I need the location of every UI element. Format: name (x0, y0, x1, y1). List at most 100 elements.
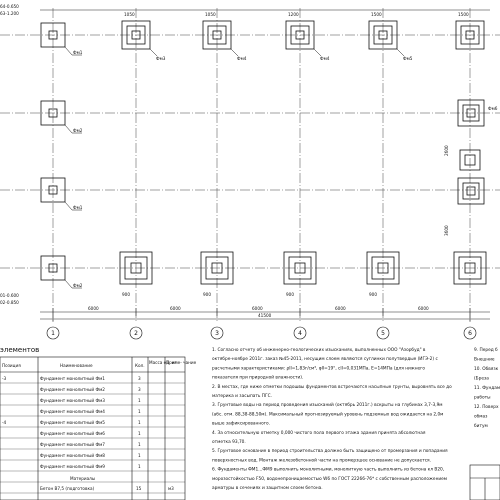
dimension-text: 900 (369, 292, 377, 297)
note-line: поверхностных вод. Монтаж железобетонной… (212, 456, 431, 463)
row-qty: 1 (138, 398, 141, 403)
dimension-text: 1050 (124, 12, 135, 17)
footing-label: Фм1 (73, 205, 83, 210)
row-qty: 3 (138, 376, 141, 381)
note-line: 4. За относительную отметку 0,000 чистог… (212, 430, 426, 436)
row-qty: 3 (138, 387, 141, 392)
footing-label: Фм4 (237, 56, 247, 61)
axis-label: 3 (215, 330, 219, 337)
bottom-dimension-lines (40, 308, 490, 322)
row-qty: 1 (138, 464, 141, 469)
grid-axes-horizontal (0, 34, 500, 269)
header-mass: Масса ед. кг (149, 360, 177, 365)
right-note-line: Внешние (474, 357, 495, 363)
note-line: показателя при природной влажности). (212, 374, 303, 381)
note-line: 5. Грунтовое основание в период строител… (212, 448, 448, 454)
dimension-text: 1050 (205, 12, 216, 17)
note-line: октябре-ноябре 2011г. заказ №45-2011, не… (212, 356, 438, 362)
footing-label: Фм2 (73, 283, 83, 288)
dimension-text: 2600 (444, 145, 449, 156)
note-line: 1. Согласно отчету об инженерно-геологич… (212, 347, 426, 353)
right-notes: 9. Перед б Внешние 10. Обвязк (Бреза 11. Фун… (474, 347, 500, 429)
footing-label: Фм4 (320, 56, 330, 61)
note-line: расчетными характеристиками: ρII=1,83г/с… (212, 365, 425, 371)
right-note-line: битум (474, 423, 488, 429)
row-name: Фундамент монолитный Фм1 (40, 376, 105, 381)
dimension-text: 1500 (371, 12, 382, 17)
note-line: отметка 93,70. (212, 439, 246, 445)
axis-label: 1 (51, 330, 55, 337)
axis-label: 5 (381, 330, 385, 337)
span-dimension: 6000 (88, 306, 99, 311)
elevation-label: 01-0.600 (0, 293, 19, 298)
right-note-line: 11. Фундам (474, 385, 500, 391)
dimension-text: 3600 (444, 225, 449, 236)
header-name: Наименование (60, 363, 93, 368)
axis-label: 4 (298, 330, 302, 337)
note-line: морозостойкостью F50, водонепроницаемост… (212, 475, 447, 482)
header-note: Приме- чание (166, 360, 197, 365)
note-line: выше зафиксированного. (212, 421, 270, 427)
right-note-line: 12. Поверх (474, 404, 499, 410)
title-block (469, 464, 500, 500)
row-name: Фундамент монолитный Фм7 (40, 442, 105, 447)
materials-unit: м3 (168, 486, 174, 491)
span-dimension: 6000 (335, 306, 346, 311)
row-qty: 1 (138, 420, 141, 425)
span-dimension: 6000 (170, 306, 181, 311)
axis-label: 6 (468, 330, 472, 337)
row-name: Фундамент монолитный Фм6 (40, 431, 105, 436)
right-note-line: 9. Перед б (474, 347, 498, 353)
footings (40, 20, 487, 285)
footing-labels: Фм1 Фм2 Фм1 Фм2 Фм3 Фм4 Фм4 Фм5 Фм6 (73, 50, 498, 288)
footing-leaders (64, 46, 405, 289)
axis-bubbles (46, 326, 477, 340)
spec-table-title: элементов (0, 346, 39, 354)
materials-header: Материалы (70, 476, 95, 481)
materials-qty: 15 (136, 486, 142, 491)
right-note-line: (Бреза (474, 376, 489, 382)
elevation-label: 63-1.200 (0, 11, 19, 16)
note-line: материка и засыпать ПГС. (212, 393, 272, 399)
dimension-text: 900 (122, 292, 130, 297)
materials-name: Бетон В7,5 (подготовка) (40, 486, 95, 491)
span-dimension: 6000 (418, 306, 429, 311)
elevation-label: 64-0.650 (0, 4, 19, 9)
right-note-line: 10. Обвязк (474, 366, 499, 372)
row-name: Фундамент монолитный Фм8 (40, 453, 105, 458)
header-pos: Позиция (2, 363, 21, 368)
note-line: 3. Грунтовые воды на период проведения и… (212, 401, 443, 408)
dimension-text: 1500 (458, 12, 469, 17)
row-qty: 1 (138, 442, 141, 447)
spec-table-header: Позиция Наименование Кол. Масса ед. кг П… (2, 360, 197, 368)
row-pos: -4 (2, 420, 7, 425)
row-name: Фундамент монолитный Фм4 (40, 409, 105, 414)
axis-label: 2 (134, 330, 138, 337)
footing-label: Фм3 (156, 56, 166, 61)
note-line: 2. В местах, где ниже отметки подошвы фу… (212, 384, 452, 390)
row-qty: 1 (138, 431, 141, 436)
row-name: Фундамент монолитный Фм5 (40, 420, 105, 425)
right-note-line: работы (474, 395, 491, 401)
footing-label: Фм2 (73, 128, 83, 133)
dimension-text: 1200 (288, 12, 299, 17)
span-dimensions: 6000 6000 6000 6000 6000 41500 (88, 306, 429, 318)
footing-label: Фм6 (488, 106, 498, 111)
row-qty: 1 (138, 453, 141, 458)
footing-label: Фм1 (73, 50, 83, 55)
note-line: 6. Фундаменты ФМ1...ФМ9 выполнить моноли… (212, 467, 444, 473)
total-dimension: 41500 (258, 313, 272, 318)
right-note-line: обмаз (474, 414, 488, 420)
row-pos: -3 (2, 376, 7, 381)
dimension-text: 900 (286, 292, 294, 297)
general-notes: 1. Согласно отчету об инженерно-геологич… (212, 347, 452, 491)
note-line: (абс. отм. 88,38-88,50м). Максимальный п… (212, 410, 443, 417)
footing-label: Фм5 (403, 56, 413, 61)
dimension-text: 900 (203, 292, 211, 297)
elevation-label: 02-0.850 (0, 300, 19, 305)
span-dimension: 6000 (252, 306, 263, 311)
note-line: арматуры в сечениях и защитном слоем бет… (212, 485, 323, 491)
header-qty: Кол. (135, 363, 145, 368)
